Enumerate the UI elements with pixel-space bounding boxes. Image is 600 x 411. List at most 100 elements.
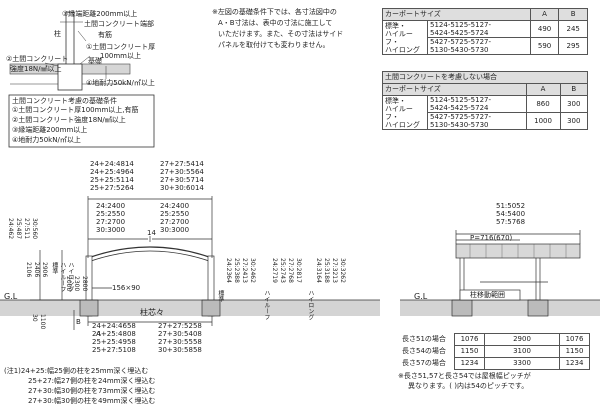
- bottom-span: 27+30:5408: [158, 330, 202, 338]
- half-span-label: 27:2700: [96, 218, 126, 226]
- side-cell: 1234: [454, 357, 485, 370]
- side-row-label: 長さ57の場合: [402, 359, 446, 368]
- side-cell: 1234: [559, 357, 590, 370]
- table-b-cell: 300: [559, 112, 589, 131]
- condition-item: ①土間コンクリート厚100mm以上,有筋: [12, 106, 139, 114]
- side-note: 異なります。( )内は54のピッチです。: [408, 382, 529, 390]
- offset-label: 25:487: [14, 218, 22, 240]
- right-type: ハイルーフ: [262, 290, 270, 320]
- table-header: B: [559, 83, 589, 96]
- right-height: 24:3164: [314, 258, 322, 283]
- note-line: パネルを取付けても変わりません。: [218, 41, 330, 49]
- no-slab-table: 土間コンクリートを考慮しない場合 カーポートサイズ A B 標準・ハイルーフ・ハ…: [382, 71, 589, 131]
- half-span-label: 25:2550: [96, 210, 126, 218]
- span-label: 25+25:5114: [90, 176, 134, 184]
- right-type: 標準: [216, 290, 224, 302]
- span-label: 27+27:5414: [160, 160, 204, 168]
- height-type: ハイロング: [66, 262, 74, 292]
- span-label: 25+27:5264: [90, 184, 134, 192]
- right-height: 24:2364: [224, 258, 232, 283]
- right-height: 24:2719: [270, 258, 278, 283]
- note-line: いただけます。また、その寸法はサイド: [218, 30, 344, 38]
- post-center-label: 柱芯々: [140, 308, 164, 317]
- group-label: 標準・: [385, 21, 406, 30]
- rebar-label: 有筋: [98, 31, 112, 39]
- side-length-label: 54:5400: [496, 210, 526, 218]
- table-header: カーポートサイズ: [382, 83, 527, 96]
- table-group-cell: 標準・ハイルーフ・ハイロング: [382, 94, 428, 131]
- table-header: A: [525, 83, 561, 96]
- slab-strength-value: 強度18N/㎟以上: [10, 65, 62, 73]
- right-height: 25:2743: [278, 258, 286, 283]
- dim-b-label: B: [76, 318, 81, 326]
- group-label: ハイルーフ・: [385, 29, 413, 46]
- half-span-label: 30:3000: [96, 226, 126, 234]
- bearing-label: ④地耐力50kN/㎡以上: [86, 79, 155, 87]
- note-line: ※左図の基礎条件下では、各寸法図中の: [212, 8, 337, 16]
- height-small: 2106: [24, 262, 32, 278]
- side-length-table: 長さ51の場合 1076 2900 1076 長さ54の場合 1150 3100…: [400, 333, 590, 370]
- height-value: 2800: [80, 276, 88, 292]
- bottom-span: 24+25:4808: [92, 330, 136, 338]
- side-row-label: 長さ54の場合: [402, 347, 446, 356]
- ground-dim-label: 30: [30, 314, 38, 322]
- right-height: 30:3262: [338, 258, 346, 283]
- table-title: 土間コンクリートを考慮しない場合: [382, 71, 588, 84]
- condition-item: ②土間コンクリート強度18N/㎟以上: [12, 116, 126, 124]
- footnote: (注1)24+25:幅25側の柱を25mm深く埋込む: [4, 367, 149, 375]
- side-row-label: 長さ51の場合: [402, 335, 446, 344]
- half-span-label: 24:2400: [160, 202, 190, 210]
- bottom-span: 25+25:4958: [92, 338, 136, 346]
- table-header: カーポートサイズ: [382, 8, 531, 21]
- side-length-label: 51:5052: [496, 202, 526, 210]
- offset-label: 30:560: [30, 218, 38, 240]
- side-cell: 3100: [484, 345, 560, 358]
- span-label: 27+30:5714: [160, 176, 204, 184]
- center-dim-label: 14: [147, 229, 156, 237]
- height-type: ハイルーフ: [58, 262, 66, 292]
- side-cell: 3300: [484, 357, 560, 370]
- bottom-span: 27+27:5258: [158, 322, 202, 330]
- span-label: 24+24:4814: [90, 160, 134, 168]
- conditions-title: 土間コンクリート考慮の基礎条件: [12, 97, 117, 106]
- height-small: 2406: [32, 262, 40, 278]
- bottom-span: 24+24:4658: [92, 322, 136, 330]
- span-label: 24+25:4964: [90, 168, 134, 176]
- table-size-cell: 5427-5725-5727-5130-5430-5730: [427, 37, 531, 56]
- ground-depth-label: 1100: [38, 314, 46, 330]
- table-group-cell: 標準・ ハイルーフ・ ハイロング: [382, 19, 428, 56]
- right-height: 30:2462: [248, 258, 256, 283]
- table-size-cell: 5124-5125-5127-5424-5425-5724: [427, 19, 531, 39]
- side-gl-label: G.L: [414, 292, 428, 301]
- footnote: 25+27:幅27側の柱を24mm深く埋込む: [28, 377, 156, 385]
- post-range-label: 柱移動範囲: [470, 291, 505, 299]
- span-label: 27+30:5564: [160, 168, 204, 176]
- half-span-label: 30:3000: [160, 226, 190, 234]
- slab-strength-label: ②土間コンクリート: [6, 55, 69, 63]
- pitch-label: P=716(670): [470, 234, 513, 242]
- table-header: B: [558, 8, 588, 21]
- post-size-label: 156×90: [112, 284, 141, 292]
- right-type: ハイロング: [306, 290, 314, 320]
- footnote: 27+30:幅30側の柱を49mm深く埋込む: [28, 397, 156, 405]
- height-type: 標準: [50, 262, 58, 274]
- side-cell: 1076: [454, 333, 485, 346]
- side-cell: 1150: [454, 345, 485, 358]
- edge-distance-label: ③縁端距離200mm以上: [62, 10, 138, 18]
- half-span-label: 24:2400: [96, 202, 126, 210]
- condition-item: ④地耐力50kN/㎡以上: [12, 136, 81, 144]
- footnote: 27+30:幅30側の柱を73mm深く埋込む: [28, 387, 156, 395]
- group-label: ハイロング: [385, 45, 420, 54]
- right-height: 25:3188: [322, 258, 330, 283]
- right-height: 27:2768: [286, 258, 294, 283]
- dimension-table: カーポートサイズ A B 標準・ ハイルーフ・ ハイロング 5124-5125-…: [382, 8, 588, 56]
- note-line: A・B寸法は、表中の寸法に施工して: [218, 19, 333, 27]
- side-cell: 1150: [559, 345, 590, 358]
- right-height: 25:2388: [232, 258, 240, 283]
- footing-label: 基礎: [88, 57, 102, 65]
- bottom-span: 25+27:5108: [92, 346, 136, 354]
- offset-label: 24:462: [6, 218, 14, 240]
- bottom-span: 30+30:5858: [158, 346, 202, 354]
